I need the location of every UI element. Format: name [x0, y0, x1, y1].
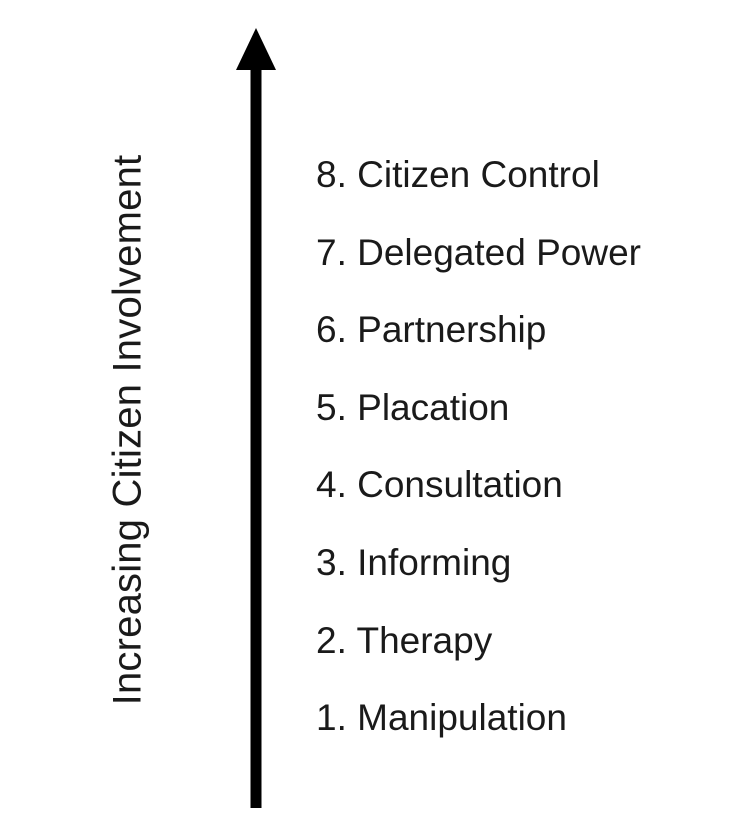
rung-4: 4. Consultation: [316, 464, 563, 506]
rung-3: 3. Informing: [316, 541, 512, 583]
rung-6: 6. Partnership: [316, 309, 547, 351]
rung-7: 7. Delegated Power: [316, 231, 641, 273]
rung-1: 1. Manipulation: [316, 697, 567, 739]
arrow-head: [236, 28, 276, 70]
rung-5: 5. Placation: [316, 386, 510, 428]
rung-8: 8. Citizen Control: [316, 154, 600, 195]
ladder-rungs: 8. Citizen Control 7. Delegated Power 6.…: [316, 150, 641, 771]
rung-2: 2. Therapy: [316, 619, 493, 661]
